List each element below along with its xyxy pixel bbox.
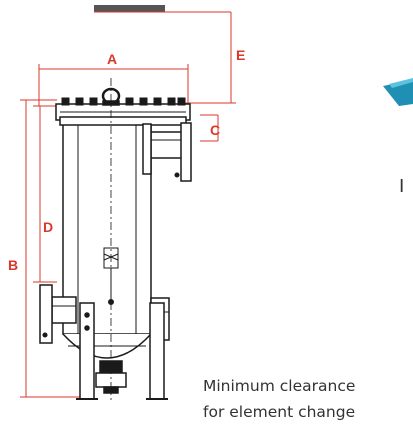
label-e: E — [236, 47, 245, 63]
ceiling-reference — [94, 5, 231, 13]
caption-line-2: for element change — [203, 403, 356, 421]
dimension-c — [200, 114, 219, 142]
support-legs — [76, 302, 168, 400]
dimension-b — [20, 99, 86, 398]
partial-text: I — [399, 176, 405, 197]
accent-marker — [383, 78, 413, 106]
label-d: D — [43, 219, 53, 235]
label-c: C — [210, 122, 220, 138]
filter-housing — [39, 87, 192, 400]
outlet-pipe — [142, 122, 192, 182]
label-b: B — [8, 257, 18, 273]
dimension-a — [38, 64, 189, 106]
caption-line-1: Minimum clearance — [203, 377, 356, 395]
dimension-d — [33, 105, 57, 283]
lid-bolts — [61, 97, 186, 106]
inlet-pipe — [39, 284, 77, 344]
dimension-e — [184, 12, 236, 104]
label-a: A — [107, 51, 117, 67]
